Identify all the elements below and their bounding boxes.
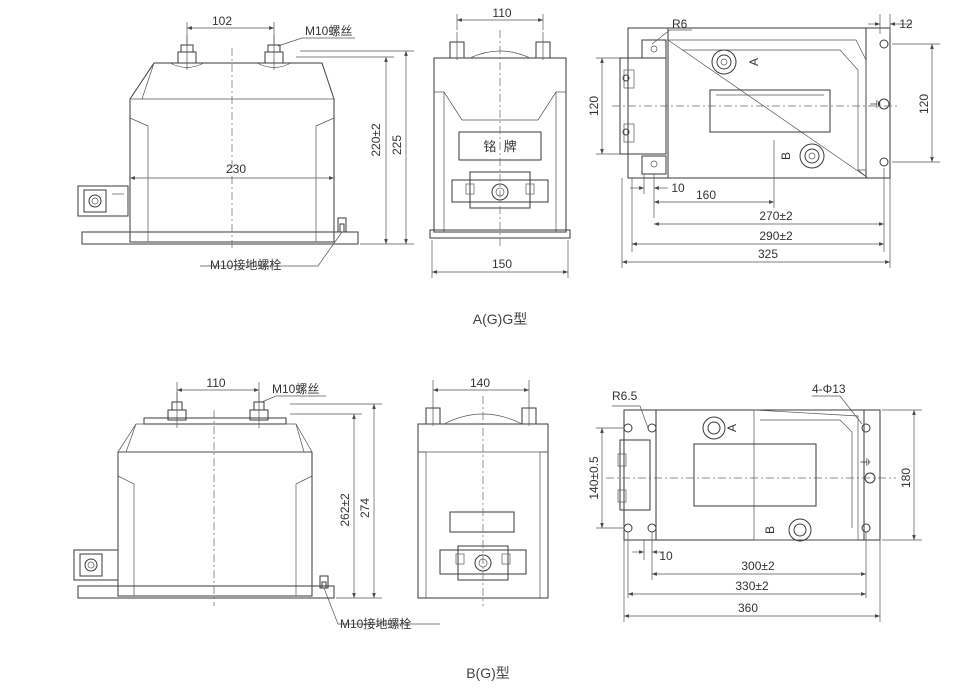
- label-m10-ground-bolt: M10接地螺栓: [210, 257, 281, 272]
- dim-12: 12: [899, 17, 913, 31]
- terminal-b: [799, 143, 825, 169]
- label-r6: R6: [672, 17, 688, 31]
- label-4-holes: 4-Φ13: [812, 382, 846, 396]
- terminal-a-label-bottom: A: [725, 424, 739, 432]
- dim-225: 225: [390, 135, 404, 155]
- caption-bg: B(G)型: [466, 665, 510, 681]
- ground-symbol: ⏚: [869, 98, 883, 110]
- top-plan-view: A B ⏚ R6 12 120 120 10 160: [587, 14, 940, 268]
- label-m10-screw: M10螺丝: [305, 24, 352, 38]
- dim-180: 180: [899, 468, 913, 488]
- bottom-front-view: 110 M10螺丝 262±2 274 M10接地螺栓: [73, 376, 440, 631]
- dim-110-top: 110: [492, 6, 511, 20]
- dim-330: 330±2: [735, 579, 769, 593]
- terminal-b-label-bottom: B: [763, 526, 777, 534]
- dim-102: 102: [212, 14, 232, 28]
- terminal-b-bottom: [788, 518, 812, 542]
- dim-140-05: 140±0.5: [587, 456, 601, 500]
- terminal-a-label: A: [747, 58, 761, 66]
- dim-10-top: 10: [671, 181, 685, 195]
- dim-262: 262±2: [338, 493, 352, 527]
- dim-290: 290±2: [759, 229, 793, 243]
- top-front-view: 102 M10螺丝 230 220±2 225 M10接地螺栓: [77, 14, 414, 272]
- dim-150: 150: [492, 257, 512, 271]
- dim-140: 140: [470, 376, 490, 390]
- terminal-a: [711, 49, 737, 75]
- dim-270: 270±2: [759, 209, 793, 223]
- bottom-plan-view: A B ⏚ R6.5 4-Φ13 140±0.5 180 10 300±2 33…: [587, 382, 922, 622]
- dim-274: 274: [358, 498, 372, 518]
- label-m10-screw-bottom: M10螺丝: [272, 382, 319, 396]
- top-side-view: 铭 牌 110 150: [429, 6, 571, 278]
- dim-110-bottom: 110: [206, 376, 225, 390]
- dim-230: 230: [226, 162, 246, 176]
- dim-325: 325: [758, 247, 778, 261]
- terminal-a-bottom: [702, 416, 726, 440]
- dim-120-left: 120: [587, 96, 601, 116]
- dim-10-bottom: 10: [659, 549, 673, 563]
- dim-360: 360: [738, 601, 758, 615]
- dim-160: 160: [696, 188, 716, 202]
- label-r6-5: R6.5: [612, 389, 638, 403]
- ground-symbol-bottom: ⏚: [859, 456, 873, 468]
- label-m10-ground-bolt-bottom: M10接地螺栓: [340, 616, 411, 631]
- dim-220: 220±2: [369, 123, 383, 157]
- dim-120-right: 120: [917, 94, 931, 114]
- bottom-side-view: 140: [417, 376, 549, 606]
- nameplate-bottom: [449, 511, 515, 533]
- caption-agg: A(G)G型: [473, 311, 527, 327]
- terminal-b-label: B: [779, 152, 793, 160]
- dim-300: 300±2: [741, 559, 775, 573]
